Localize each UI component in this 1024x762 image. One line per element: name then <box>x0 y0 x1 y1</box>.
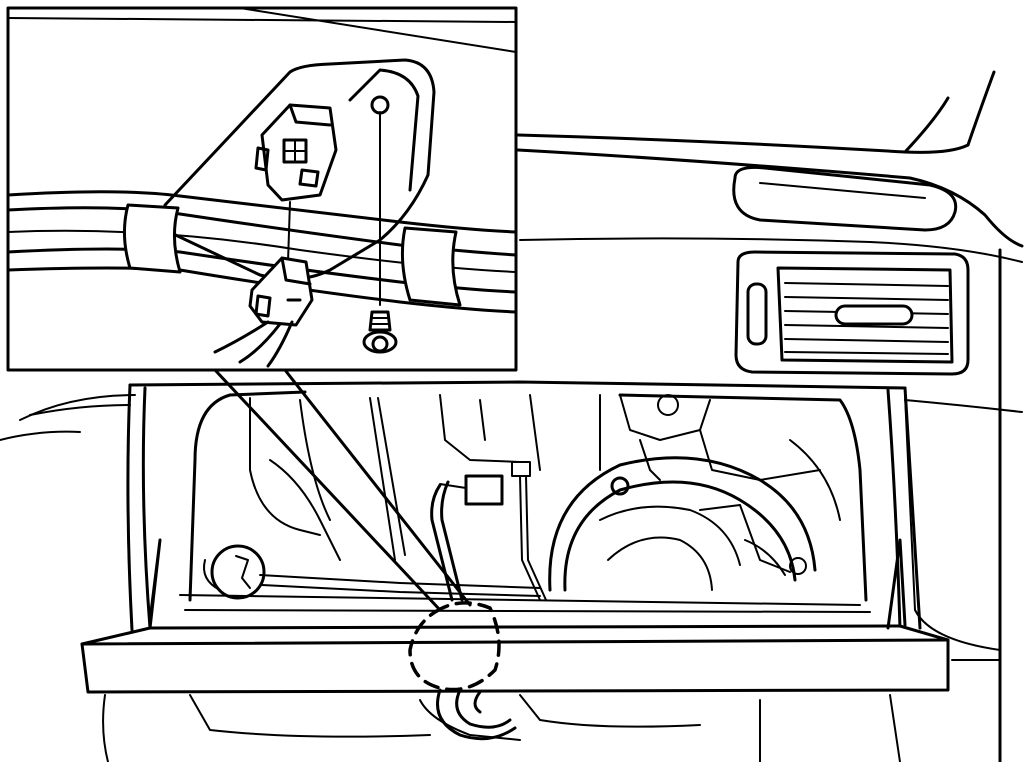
connector-guide-line <box>287 201 291 263</box>
blower-motor-icon <box>548 439 841 592</box>
wire-harness-connector-icon <box>430 461 547 602</box>
air-vent-icon <box>734 250 970 376</box>
callout-location-marker <box>408 601 501 692</box>
lower-panel <box>102 694 901 762</box>
callout-leader-lines <box>213 368 472 612</box>
dashboard-scene <box>0 70 1024 762</box>
wire-harness-connector-icon <box>254 103 338 202</box>
dashboard-upper-contour <box>516 70 1024 762</box>
mounting-bolt-icon <box>362 310 398 354</box>
magnified-inset <box>6 6 518 372</box>
glove-box-opening <box>126 380 922 632</box>
wire-harness-connector-icon <box>213 256 314 368</box>
oval-vent-slot <box>732 166 958 232</box>
dash-internals <box>203 394 821 600</box>
glove-box-door <box>80 538 950 694</box>
hanging-wire-harness <box>436 688 517 741</box>
main-wire-harness <box>6 190 518 314</box>
